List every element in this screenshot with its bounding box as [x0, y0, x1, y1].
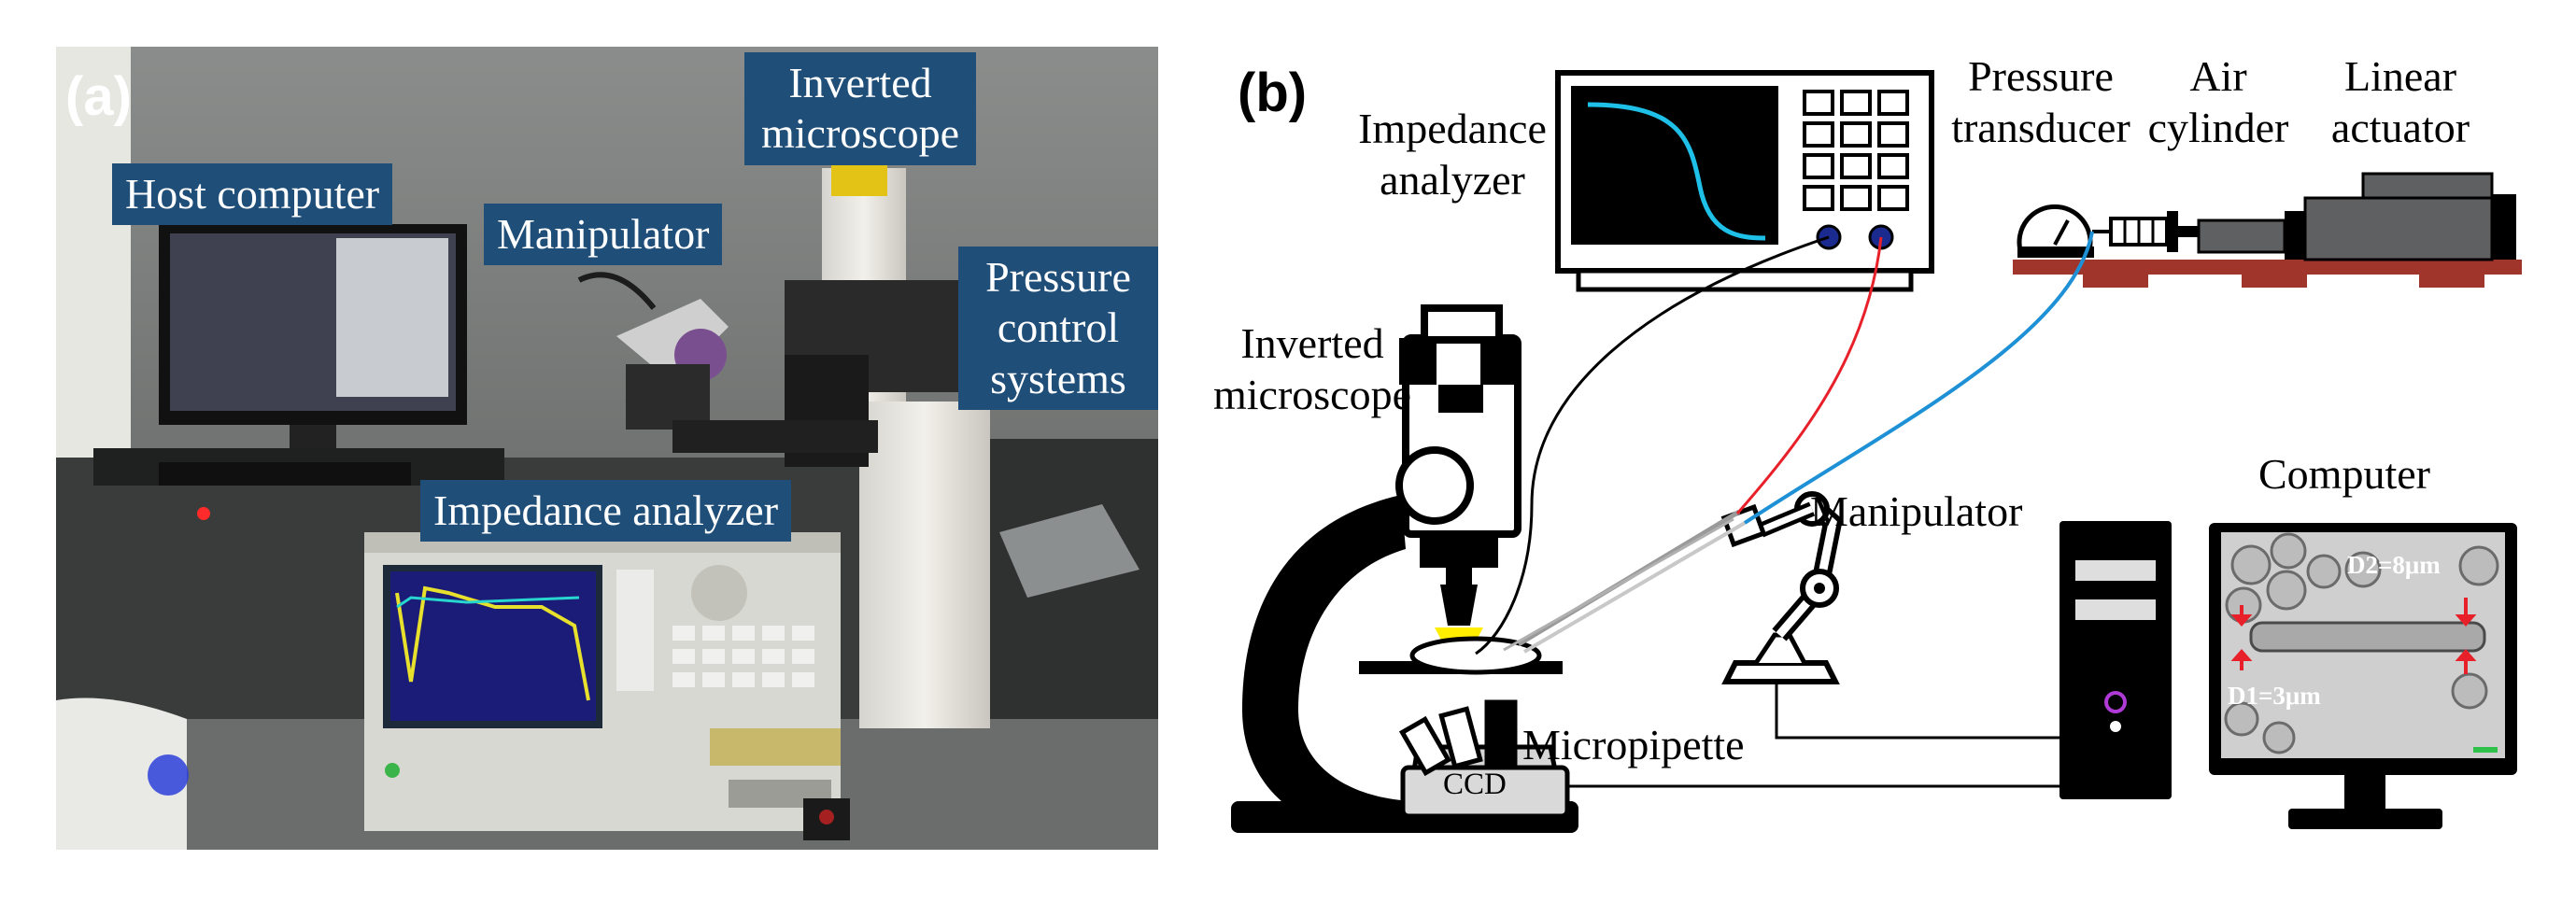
panel-b-letter: (b) [1238, 63, 1308, 123]
label-d2: D2=8μm [2347, 551, 2441, 579]
label-pressure-transducer: Pressure transducer [1938, 50, 2144, 153]
label-line: Linear [2343, 52, 2457, 100]
label-linear-actuator: Linear actuator [2316, 50, 2484, 153]
label-line: Air [2189, 52, 2247, 100]
label-line: microscope [760, 109, 960, 158]
pressure-system-icon [2013, 172, 2522, 288]
label-manipulator-b: Manipulator [1810, 487, 2023, 535]
label-line: analyzer [1380, 156, 1525, 204]
label-line: Impedance [1358, 105, 1547, 152]
label-manipulator: Manipulator [484, 204, 723, 266]
connection-cables [1475, 231, 2094, 788]
label-host-computer: Host computer [112, 163, 393, 226]
label-line: Pressure [1968, 52, 2114, 100]
label-impedance-analyzer-b: Impedance analyzer [1345, 103, 1560, 205]
label-line: transducer [1951, 104, 2130, 152]
label-inverted-microscope: Inverted microscope [744, 52, 976, 165]
label-line: systems [990, 354, 1126, 402]
panel-a-photo: Host computer Manipulator Inverted micro… [56, 47, 1158, 850]
panel-a-letter: (a) [65, 66, 132, 127]
label-line: actuator [2330, 104, 2470, 152]
label-line: cylinder [2147, 104, 2289, 152]
pc-tower-icon [2059, 521, 2172, 799]
label-d1: D1=3μm [2228, 682, 2321, 710]
label-air-cylinder: Air cylinder [2139, 50, 2298, 153]
manipulator-icon [1720, 491, 1843, 684]
micropipette-icon [1503, 509, 1747, 654]
label-pressure-control: Pressure control systems [958, 247, 1158, 410]
label-impedance-analyzer: Impedance analyzer [420, 480, 792, 543]
label-ccd: CCD [1443, 768, 1507, 801]
impedance-analyzer-icon [1555, 70, 1934, 292]
label-computer: Computer [2258, 450, 2430, 498]
label-line: microscope [1212, 371, 1412, 419]
label-micropipette: Micropipette [1522, 721, 1745, 768]
computer-monitor-icon [2209, 523, 2517, 829]
label-line: Pressure [985, 253, 1131, 301]
inverted-microscope-icon [1231, 304, 1578, 833]
label-inverted-microscope-b: Inverted microscope [1205, 317, 1420, 420]
label-line: control [997, 303, 1120, 352]
label-line: Inverted [1240, 319, 1384, 367]
label-line: Inverted [788, 59, 932, 106]
